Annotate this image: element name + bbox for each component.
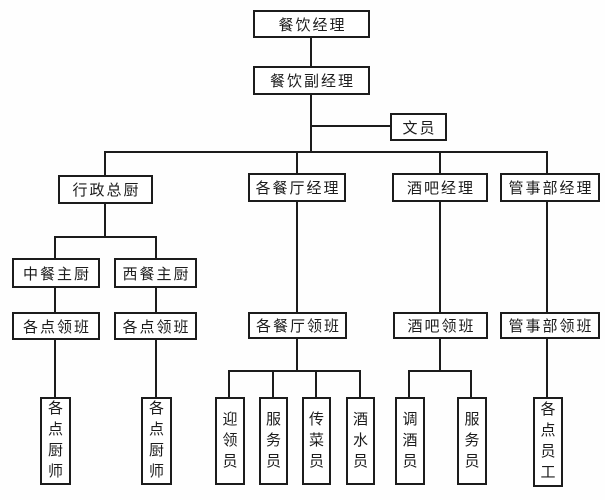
node-label: 各餐厅领班 [255,319,341,335]
node-label: 调酒员 [402,411,418,470]
node-food-runner: 传菜员 [302,397,331,485]
node-restaurant-foreman: 各餐厅领班 [248,312,347,339]
node-label: 西餐主厨 [122,266,191,283]
connector-line [315,370,317,397]
node-station-staff: 各点员工 [533,397,563,487]
node-label: 各点员工 [540,402,556,481]
node-bar-manager: 酒吧经理 [392,173,488,202]
connector-line [546,151,548,174]
connector-line [155,339,157,398]
node-label: 管事部领班 [508,319,594,335]
node-label: 酒吧领班 [407,319,476,335]
node-restaurant-managers: 各餐厅经理 [248,173,346,202]
connector-line [54,236,56,258]
node-clerk: 文员 [390,113,447,141]
node-label: 服务员 [265,411,281,470]
node-label: 各点厨师 [47,401,63,480]
connector-line [439,151,441,174]
node-deputy-catering-manager: 餐饮副经理 [253,66,370,95]
node-label: 餐饮副经理 [269,74,355,90]
node-chinese-head-chef: 中餐主厨 [12,258,100,288]
node-executive-chef: 行政总厨 [58,175,153,204]
node-label: 酒吧经理 [406,181,475,197]
node-label: 传菜员 [308,411,324,470]
connector-line [104,151,548,153]
connector-line [310,95,312,153]
connector-line [310,38,312,66]
node-label: 迎领员 [222,411,238,470]
node-catering-manager: 餐饮经理 [253,10,370,38]
node-greeter: 迎领员 [215,397,245,485]
node-label: 行政总厨 [72,183,141,199]
connector-line [311,125,391,127]
node-western-head-chef: 西餐主厨 [114,258,197,288]
node-bar-waiter: 服务员 [457,397,487,485]
node-station-cooks-western: 各点厨师 [141,397,172,485]
connector-line [104,151,106,175]
connector-line [470,370,472,397]
node-bar-foreman: 酒吧领班 [393,312,488,339]
connector-line [296,201,298,312]
connector-line [296,151,298,174]
node-label: 各点厨师 [148,401,164,480]
node-label: 各餐厅经理 [255,181,341,197]
connector-line [439,201,441,312]
node-steward-foreman: 管事部领班 [500,312,600,339]
node-station-foreman-western: 各点领班 [114,312,197,340]
connector-line [408,370,472,372]
node-label: 中餐主厨 [22,266,91,283]
connector-line [228,370,230,397]
connector-line [272,370,274,397]
node-label: 管事部经理 [508,181,594,197]
node-restaurant-waiter: 服务员 [259,397,288,485]
node-label: 餐饮经理 [278,17,347,34]
node-station-foreman-chinese: 各点领班 [12,312,100,340]
node-steward-dept-manager: 管事部经理 [500,173,600,202]
node-label: 各点领班 [22,319,91,336]
node-label: 各点领班 [122,319,191,336]
connector-line [155,236,157,258]
connector-line [54,287,56,312]
node-bartender: 调酒员 [395,397,425,485]
node-label: 酒水员 [352,411,368,470]
connector-line [439,338,441,372]
connector-line [359,370,361,397]
node-station-cooks-chinese: 各点厨师 [40,397,71,485]
connector-line [54,236,157,238]
connector-line [546,201,548,312]
node-label: 文员 [402,120,437,137]
connector-line [228,370,361,372]
connector-line [155,287,157,312]
node-label: 服务员 [464,411,480,470]
node-beverage-staff: 酒水员 [346,397,375,485]
connector-line [296,338,298,372]
connector-line [104,203,106,237]
connector-line [54,339,56,398]
connector-line [408,370,410,397]
connector-line [546,338,548,397]
